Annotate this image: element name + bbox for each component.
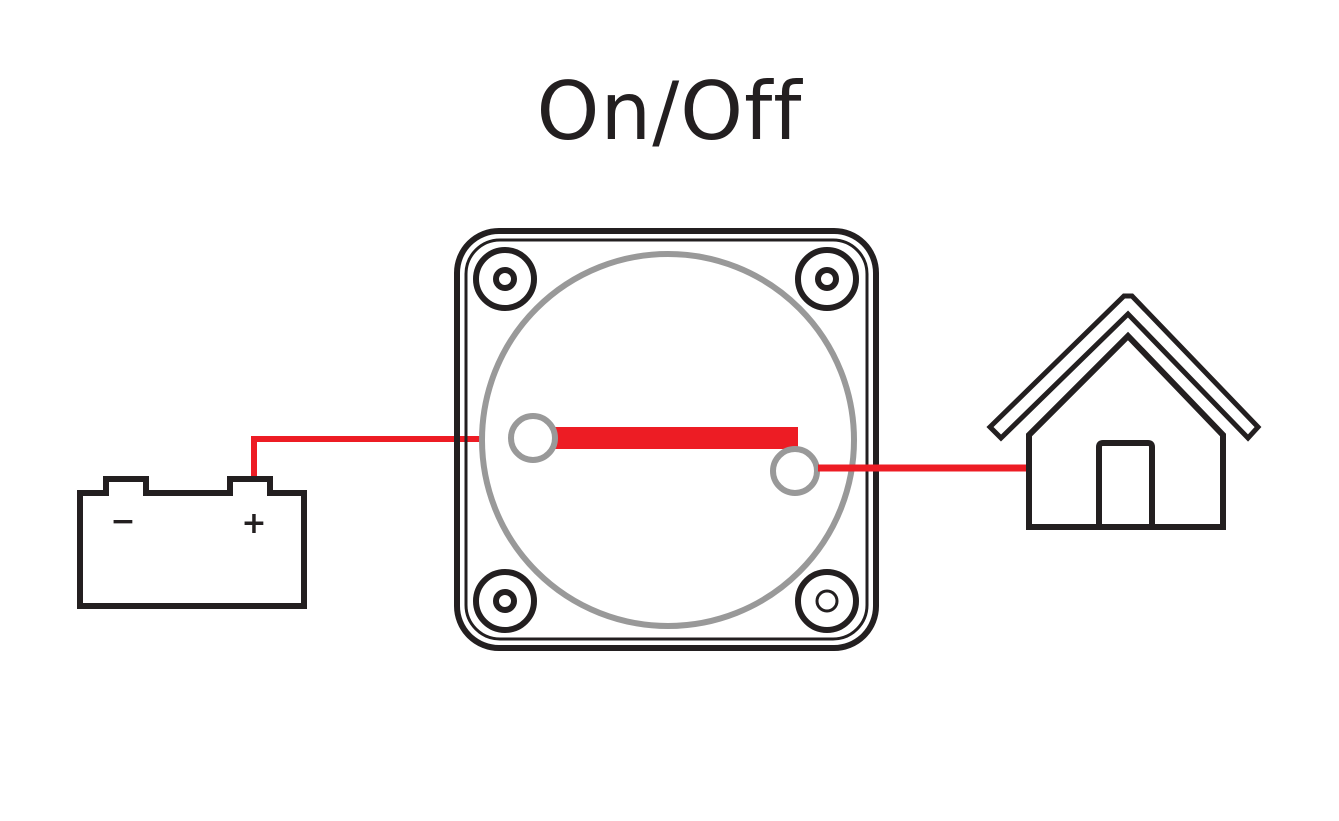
mounting-hole-top-right <box>795 247 859 311</box>
switch-housing-outer <box>454 228 879 651</box>
house-door <box>1096 440 1155 527</box>
battery-icon: − + <box>77 476 307 609</box>
switch-contact-bar <box>555 427 798 449</box>
wire-battery-to-switch <box>251 436 515 476</box>
mounting-hole-top-left <box>473 247 537 311</box>
house-icon <box>986 293 1262 530</box>
mounting-hole-bottom-left <box>473 569 537 633</box>
house-roof-outer <box>986 293 1262 442</box>
battery-switch-icon <box>454 228 879 651</box>
switch-terminal-input <box>508 413 558 463</box>
house-walls <box>1026 331 1226 530</box>
battery-positive-label: + <box>241 506 266 541</box>
switch-housing-inner <box>464 238 869 641</box>
switch-terminal-output <box>770 446 820 496</box>
battery-negative-label: − <box>110 504 135 539</box>
mounting-hole-bottom-right <box>795 569 859 633</box>
diagram-title: On/Off <box>536 65 803 158</box>
